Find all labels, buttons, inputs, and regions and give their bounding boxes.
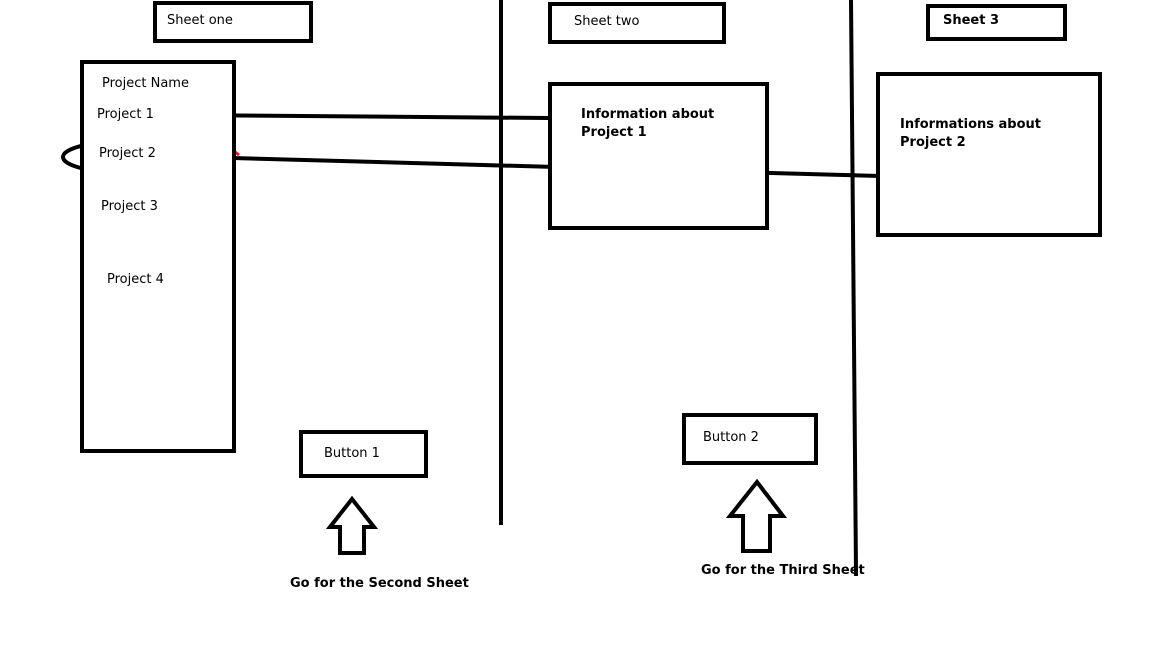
button-1[interactable]: Button 1: [299, 430, 428, 478]
project-item-3[interactable]: Project 3: [101, 199, 158, 214]
button-1-caption: Go for the Second Sheet: [290, 576, 469, 591]
project-list-panel: [80, 60, 236, 453]
up-arrow-icon-2: [725, 478, 788, 553]
project-1-info-line2: Project 1: [581, 125, 647, 140]
button-2-label: Button 2: [703, 430, 759, 445]
link-project-2-to-sheet-three: [195, 155, 881, 178]
button-2-caption: Go for the Third Sheet: [701, 563, 865, 578]
sheet-two-title-box: [548, 2, 726, 44]
sheet-one-title: Sheet one: [167, 13, 233, 28]
sheet-three-title-box: [926, 4, 1067, 41]
sheet-one-title-box: [153, 1, 313, 43]
project-1-info-line1: Information about: [581, 107, 715, 122]
project-2-info-panel: [876, 72, 1102, 237]
sheet-two-title: Sheet two: [574, 14, 640, 29]
sheet-three-title: Sheet 3: [943, 13, 1000, 28]
project-item-4[interactable]: Project 4: [107, 272, 164, 287]
project-2-info-line1: Informations about: [900, 117, 1042, 132]
divider-sheet-one-two: [499, 0, 503, 525]
button-1-label: Button 1: [324, 446, 380, 461]
project-list-header: Project Name: [102, 76, 189, 91]
button-2[interactable]: Button 2: [682, 413, 818, 465]
up-arrow-icon-1: [325, 495, 379, 555]
project-1-info-panel: [548, 82, 769, 230]
project-item-2[interactable]: Project 2: [99, 146, 156, 161]
project-item-1[interactable]: Project 1: [97, 107, 154, 122]
project-2-info-line2: Project 2: [900, 135, 966, 150]
